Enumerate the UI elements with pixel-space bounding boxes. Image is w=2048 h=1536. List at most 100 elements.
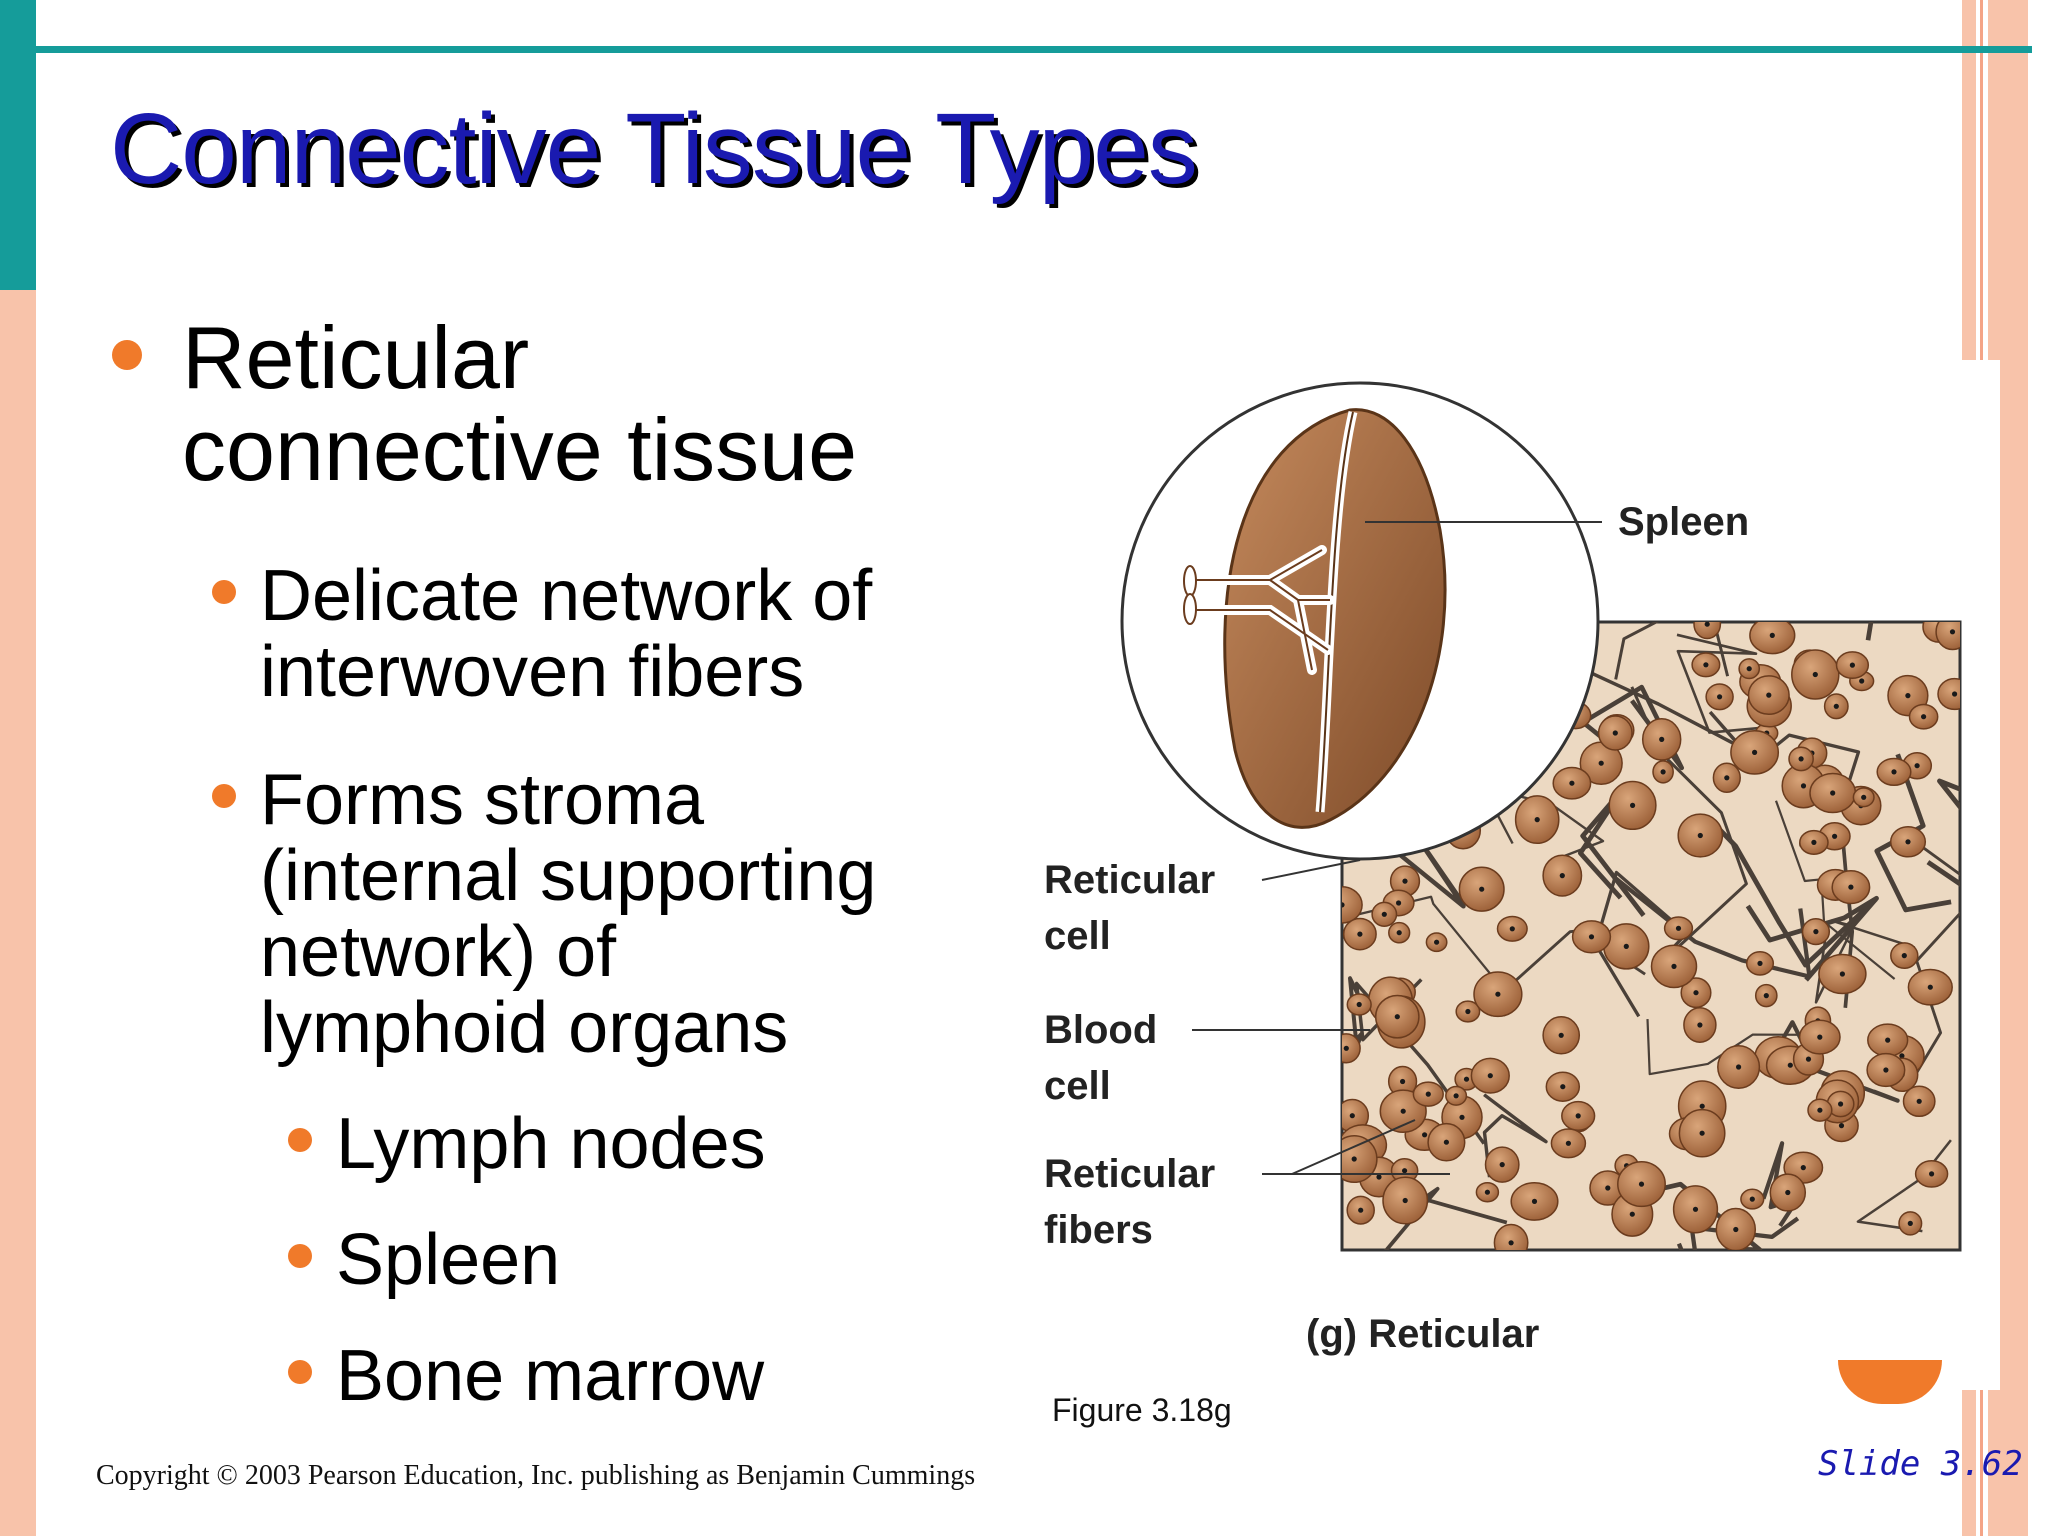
blood-cell	[1342, 886, 1363, 924]
cell-nucleus	[1630, 802, 1636, 808]
cell-nucleus	[1479, 886, 1485, 892]
label-line: fibers	[1044, 1208, 1153, 1252]
reticular-fiber	[1874, 753, 1952, 913]
cell-nucleus	[1800, 783, 1807, 789]
cell-nucleus	[1757, 960, 1763, 967]
cell-nucleus	[1487, 1073, 1493, 1079]
bullet-level1: Reticular connective tissue	[182, 312, 857, 496]
cell-nucleus	[1659, 736, 1665, 742]
cell-nucleus	[1671, 963, 1677, 970]
cell-nucleus	[1376, 1174, 1382, 1180]
cell-nucleus	[1839, 971, 1845, 977]
cell-nucleus	[1817, 1034, 1823, 1040]
cell-nucleus	[1425, 1091, 1431, 1097]
cell-nucleus	[1697, 1022, 1703, 1028]
reticular-fiber	[1383, 1186, 1508, 1250]
cell-nucleus	[1638, 1181, 1645, 1187]
bullet-dot	[212, 580, 236, 604]
bullet-level3: Bone marrow	[336, 1336, 765, 1416]
cell-nucleus	[1558, 1032, 1564, 1038]
label-reticular-fibers: Reticular fibers	[1044, 1146, 1215, 1258]
orange-accent-shape	[1838, 1360, 1942, 1404]
blood-cell	[1935, 622, 1960, 651]
reticular-tissue-figure: Spleen Reticular cell Blood cell Reticul…	[1030, 360, 2000, 1390]
cell-nucleus	[1453, 1093, 1459, 1099]
bullet-line: (internal supporting	[260, 836, 877, 916]
cell-nucleus	[1351, 1156, 1357, 1162]
cell-nucleus	[1899, 1053, 1905, 1059]
cell-nucleus	[1509, 926, 1515, 932]
label-line: Blood	[1044, 1008, 1158, 1052]
bullet-line: lymphoid organs	[260, 988, 789, 1068]
label-line: cell	[1044, 1064, 1111, 1108]
cell-nucleus	[1861, 794, 1867, 800]
cell-nucleus	[1588, 934, 1595, 940]
cell-nucleus	[1484, 1189, 1490, 1195]
reticular-fiber	[1482, 1093, 1548, 1178]
vessel-end-top	[1183, 565, 1197, 597]
cell-nucleus	[1623, 943, 1629, 950]
cell-nucleus	[1402, 1168, 1408, 1174]
reticular-tissue-illustration	[1120, 381, 1962, 1252]
cell-nucleus	[1575, 1113, 1581, 1119]
label-line: Reticular	[1044, 1152, 1216, 1196]
cell-nucleus	[1394, 1014, 1400, 1020]
cell-nucleus	[1699, 1130, 1705, 1136]
cell-nucleus	[1813, 929, 1819, 935]
reticular-fibers-leader-branch	[1291, 1119, 1416, 1175]
cell-nucleus	[1736, 1064, 1742, 1070]
cell-nucleus	[1800, 1165, 1806, 1171]
cell-nucleus	[1400, 1078, 1406, 1085]
reticular-fiber	[1926, 778, 1960, 887]
bullet-dot	[288, 1360, 312, 1384]
cell-nucleus	[1849, 662, 1855, 668]
label-reticular-cell: Reticular cell	[1044, 852, 1215, 964]
cell-nucleus	[1833, 703, 1839, 709]
bullet-dot	[112, 340, 142, 370]
cell-nucleus	[1787, 1062, 1793, 1068]
blood-cell	[1493, 1223, 1529, 1250]
copyright-notice: Copyright © 2003 Pearson Education, Inc.…	[96, 1460, 976, 1491]
cell-nucleus	[1422, 1132, 1428, 1138]
cell-nucleus	[1459, 1114, 1465, 1120]
bullet-line: connective tissue	[182, 400, 858, 499]
vessel-end-bottom	[1183, 593, 1197, 625]
cell-nucleus	[1358, 1207, 1364, 1213]
cell-nucleus	[1830, 790, 1836, 796]
cell-nucleus	[1569, 780, 1575, 786]
cell-nucleus	[1402, 1197, 1408, 1204]
cell-nucleus	[1356, 1001, 1362, 1008]
cell-nucleus	[1785, 1189, 1791, 1196]
bullet-line: Reticular	[182, 308, 530, 407]
label-line: Reticular	[1044, 858, 1216, 902]
reticular-cell-leader-line	[1261, 859, 1361, 881]
cell-nucleus	[1927, 984, 1933, 990]
bullet-level3: Lymph nodes	[336, 1104, 766, 1184]
cell-nucleus	[1381, 911, 1387, 917]
bullet-dot	[288, 1244, 312, 1268]
cell-nucleus	[1752, 749, 1758, 755]
cell-nucleus	[1612, 730, 1618, 736]
cell-nucleus	[1798, 756, 1804, 762]
cell-nucleus	[1763, 993, 1769, 999]
reticular-fiber	[1646, 1019, 1825, 1076]
cell-nucleus	[1531, 1198, 1538, 1204]
blood-cell	[1693, 622, 1722, 640]
cell-nucleus	[1396, 930, 1402, 936]
reticular-fiber	[1649, 1181, 1763, 1250]
cell-nucleus	[1929, 1171, 1935, 1177]
cell-nucleus	[1605, 1185, 1611, 1191]
cell-nucleus	[1508, 1240, 1514, 1246]
cell-nucleus	[1357, 931, 1363, 937]
cell-nucleus	[1396, 900, 1402, 906]
cell-nucleus	[1629, 1211, 1635, 1217]
cell-nucleus	[1560, 1084, 1566, 1090]
figure-number: Figure 3.18g	[1052, 1392, 1232, 1428]
slide-title: Connective Tissue Types	[110, 93, 1198, 205]
cell-nucleus	[1769, 632, 1775, 638]
reticular-fiber	[1708, 818, 1878, 968]
cell-nucleus	[1901, 953, 1907, 959]
cell-nucleus	[1832, 833, 1838, 839]
bullet-dot	[212, 784, 236, 808]
left-teal-block	[0, 0, 36, 290]
